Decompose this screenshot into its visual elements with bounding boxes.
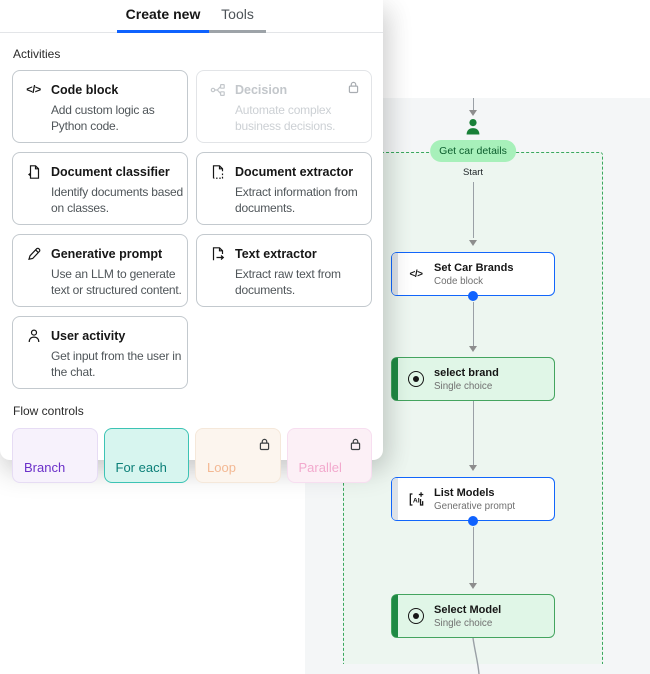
generative-prompt-icon (25, 245, 42, 262)
activity-card-document-classifier[interactable]: Document classifier Identify documents b… (12, 152, 188, 225)
node-title: Set Car Brands (434, 261, 514, 274)
flow-connector-line (472, 182, 474, 238)
lock-icon (349, 437, 362, 451)
card-description: Identify documents based on classes. (51, 185, 183, 215)
flow-control-label: Branch (24, 460, 66, 475)
document-extractor-icon (209, 163, 226, 180)
lock-icon (347, 80, 360, 94)
flow-control-label: Parallel (298, 460, 342, 475)
lock-icon (258, 437, 271, 451)
radio-icon (407, 370, 425, 388)
card-description: Use an LLM to generate text or structure… (51, 267, 182, 297)
create-new-panel: Create new Tools Activities </> Code blo… (0, 0, 383, 483)
activities-grid: </> Code block Add custom logic as Pytho… (12, 70, 372, 389)
user-activity-icon (25, 327, 42, 344)
card-description: Automate complex business decisions. (235, 103, 336, 133)
node-title: Select Model (434, 603, 502, 616)
flow-controls-row: Branch For each Loop (12, 428, 372, 483)
tab-create-new[interactable]: Create new (117, 0, 209, 33)
card-description: Add custom logic as Python code. (51, 103, 155, 133)
card-title: User activity (51, 328, 126, 343)
card-description: Get input from the user in the chat. (51, 349, 182, 379)
card-title: Generative prompt (51, 246, 163, 261)
node-set-car-brands[interactable]: </> Set Car Brands Code block (391, 252, 555, 296)
svg-text:AI: AI (412, 497, 419, 504)
activity-card-code-block[interactable]: </> Code block Add custom logic as Pytho… (12, 70, 188, 143)
node-subtitle: Single choice (434, 380, 493, 392)
node-select-model[interactable]: Select Model Single choice (391, 594, 555, 638)
activity-card-document-extractor[interactable]: Document extractor Extract information f… (196, 152, 372, 225)
card-description: Extract information from documents. (235, 185, 358, 215)
ai-icon: AI (407, 490, 425, 508)
flow-control-label: Loop (207, 460, 236, 475)
arrow-down-icon (469, 110, 477, 116)
node-subtitle: Generative prompt (434, 500, 516, 512)
card-description: Extract raw text from documents. (235, 267, 341, 297)
node-subtitle: Single choice (434, 617, 493, 629)
card-title: Text extractor (235, 246, 317, 261)
node-title: List Models (434, 486, 495, 499)
flow-name-pill[interactable]: Get car details (430, 140, 516, 162)
arrow-down-icon (469, 240, 477, 246)
flow-control-label: For each (115, 460, 167, 475)
flow-control-loop: Loop (195, 428, 281, 483)
activity-card-generative-prompt[interactable]: Generative prompt Use an LLM to generate… (12, 234, 188, 307)
decision-icon (209, 81, 226, 98)
card-title: Decision (235, 82, 288, 97)
radio-icon (407, 607, 425, 625)
activities-section-label: Activities (13, 47, 61, 61)
panel-body: Activities </> Code block Add custom log… (0, 33, 383, 483)
user-person-icon (463, 117, 483, 137)
document-classifier-icon (25, 163, 42, 180)
flow-control-branch[interactable]: Branch (12, 428, 98, 483)
output-port-dot[interactable] (468, 516, 478, 526)
node-list-models[interactable]: AI List Models Generative prompt (391, 477, 555, 521)
panel-tabbar: Create new Tools (0, 0, 383, 33)
activity-card-decision: Decision Automate complex business decis… (196, 70, 372, 143)
flow-control-parallel: Parallel (286, 428, 372, 483)
card-title: Code block (51, 82, 119, 97)
flow-connector-line (472, 527, 474, 583)
text-extractor-icon (209, 245, 226, 262)
flow-connector-line (472, 401, 474, 465)
flow-connector-line (472, 302, 474, 346)
code-icon: </> (26, 83, 41, 96)
node-select-brand[interactable]: select brand Single choice (391, 357, 555, 401)
card-title: Document extractor (235, 164, 354, 179)
node-title: select brand (434, 366, 499, 379)
node-subtitle: Code block (434, 275, 484, 287)
flow-connector-curve (472, 638, 480, 674)
flow-control-for-each[interactable]: For each (103, 428, 189, 483)
flow-controls-section-label: Flow controls (13, 404, 84, 418)
card-title: Document classifier (51, 164, 170, 179)
activity-card-user-activity[interactable]: User activity Get input from the user in… (12, 316, 188, 389)
code-icon: </> (409, 268, 423, 280)
arrow-down-icon (469, 465, 477, 471)
arrow-down-icon (469, 583, 477, 589)
arrow-down-icon (469, 346, 477, 352)
start-label: Start (462, 167, 484, 178)
output-port-dot[interactable] (468, 291, 478, 301)
tab-tools[interactable]: Tools (209, 0, 266, 33)
activity-card-text-extractor[interactable]: Text extractor Extract raw text from doc… (196, 234, 372, 307)
flow-connector-line (472, 98, 474, 110)
